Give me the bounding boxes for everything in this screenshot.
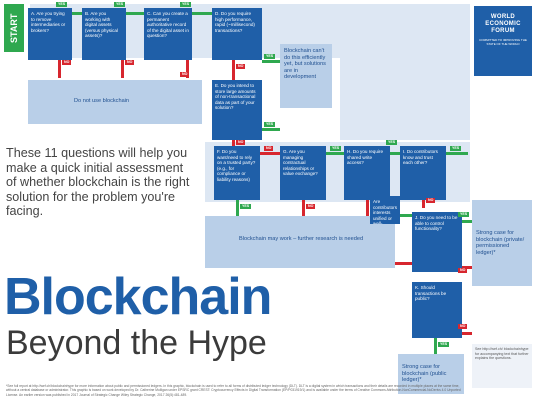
arrow-no-contributors xyxy=(395,262,412,265)
yes-label-h: YES xyxy=(386,140,398,145)
arrow-yes-e xyxy=(262,128,280,131)
question-a: A. Are you trying to remove intermediari… xyxy=(28,8,72,60)
question-e: E. Do you intend to store large amounts … xyxy=(212,80,262,140)
wef-logo: WORLD ECONOMIC FORUM COMMITTED TO IMPROV… xyxy=(474,6,532,76)
no-label-b: NO xyxy=(125,60,135,65)
yes-label-k: YES xyxy=(438,342,450,347)
footnote: *See full report at http://wef.ch/blockc… xyxy=(6,384,461,397)
yes-label-f: YES xyxy=(240,204,252,209)
question-d: D. Do you require high performance, rapi… xyxy=(212,8,262,60)
wef-logo-tagline: COMMITTED TO IMPROVING THE STATE OF THE … xyxy=(479,38,527,46)
question-j: J. Do you need to be able to control fun… xyxy=(412,212,462,272)
arrow-no-f-g xyxy=(260,152,280,155)
question-b: B. Are you working with digital assets (… xyxy=(82,8,126,60)
arrow-yes-c-d xyxy=(192,12,212,15)
yes-label-i: YES xyxy=(450,146,462,151)
arrow-no-i xyxy=(422,200,425,208)
title-main: Blockchain xyxy=(4,268,272,326)
arrow-no-b xyxy=(121,60,124,78)
background-band-right xyxy=(340,4,470,140)
no-label-a: NO xyxy=(62,60,72,65)
arrow-yes-f xyxy=(236,200,239,216)
outcome-public-ledger: Strong case for blockchain (public ledge… xyxy=(398,354,464,394)
intro-text: These 11 questions will help you make a … xyxy=(6,146,190,218)
yes-label-g: YES xyxy=(330,146,342,151)
title-sub: Beyond the Hype xyxy=(6,324,267,362)
arrow-no-g xyxy=(302,200,305,216)
arrow-no-e xyxy=(232,140,235,146)
yes-label-a: YES xyxy=(56,2,68,7)
yes-label-e: YES xyxy=(264,122,276,127)
no-label-g: NO xyxy=(306,204,316,209)
wef-logo-name: WORLD ECONOMIC FORUM xyxy=(485,14,521,34)
arrow-yes-b-c xyxy=(126,12,144,15)
outcome-in-development: Blockchain can't do this efficiently yet… xyxy=(280,44,332,108)
arrow-no-c xyxy=(186,60,189,78)
yes-label-b: YES xyxy=(114,2,126,7)
question-k: K. Should transactions be public? xyxy=(412,282,462,338)
no-label-d: NO xyxy=(236,64,246,69)
question-c: C. Can you create a permanent authoritat… xyxy=(144,8,192,60)
yes-label-c: YES xyxy=(180,2,192,7)
arrow-yes-contributors xyxy=(400,214,412,217)
no-label-k: NO xyxy=(458,324,468,329)
arrow-yes-d xyxy=(262,60,280,63)
no-label-c: NO xyxy=(180,72,190,77)
yes-label-j: YES xyxy=(458,212,470,217)
arrow-yes-i xyxy=(446,152,468,155)
arrow-no-d xyxy=(232,60,235,80)
outcome-private-ledger: Strong case for blockchain (private/ per… xyxy=(472,200,532,286)
arrow-no-k xyxy=(462,332,472,335)
no-label-j: NO xyxy=(458,268,468,273)
outcome-do-not-use: Do not use blockchain xyxy=(28,80,202,124)
no-label-i: NO xyxy=(426,198,436,203)
arrow-yes-g-h xyxy=(326,152,344,155)
question-g: G. Are you managing contractual relation… xyxy=(280,146,326,200)
arrow-no-h xyxy=(366,200,369,216)
arrow-yes-j xyxy=(462,220,472,223)
no-label-e: NO xyxy=(236,140,246,145)
question-h: H. Do you require shared write access? xyxy=(344,146,390,200)
no-label-f: NO xyxy=(264,146,274,151)
reference-note: See http://wef.ch/ blockchainhype for ac… xyxy=(472,344,532,388)
arrow-yes-h-i xyxy=(390,152,400,155)
arrow-yes-k xyxy=(434,338,437,354)
outcome-further-research: Blockchain may work – further research i… xyxy=(205,216,395,268)
start-marker: START xyxy=(4,4,24,52)
yes-label-d: YES xyxy=(264,54,276,59)
arrow-yes-a-b xyxy=(72,12,82,15)
arrow-no-j xyxy=(462,266,472,269)
question-i: I. Do contributors know and trust each o… xyxy=(400,146,446,200)
arrow-no-a xyxy=(58,60,61,78)
question-contributors-aligned: Are contributors interests unified or we… xyxy=(370,196,400,224)
question-f: F. Do you want/need to rely on a trusted… xyxy=(214,146,260,200)
